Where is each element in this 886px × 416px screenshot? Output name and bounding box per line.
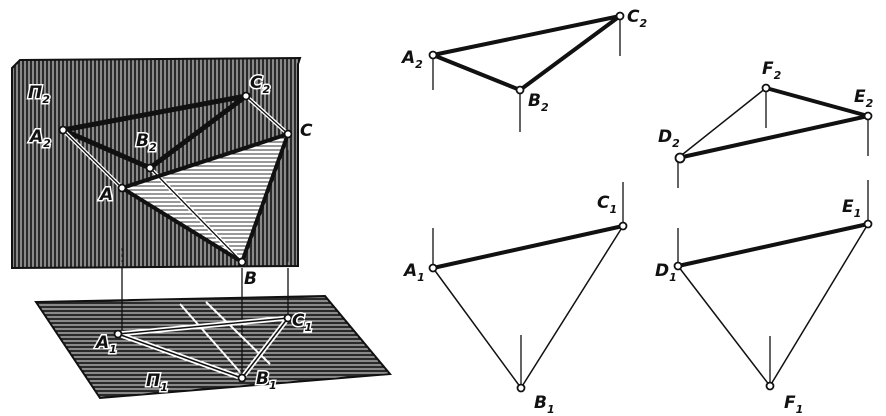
- point-a2: [428, 50, 438, 60]
- label-e1: E1: [842, 197, 861, 220]
- point-b-space: [237, 257, 247, 267]
- label-b1-left: B1: [256, 369, 277, 392]
- label-b2: B2: [528, 91, 549, 114]
- def-front-view: F2 E2 D2: [658, 59, 874, 188]
- label-d1: D1: [655, 261, 677, 284]
- point-e1: [863, 219, 873, 229]
- label-a2: A2: [400, 48, 423, 71]
- left-3d-figure: Π2 A2 B2 C2 A B C A1 B1 C1 Π1: [11, 56, 392, 400]
- point-b1: [516, 383, 526, 393]
- label-f2: F2: [762, 59, 782, 82]
- label-b-left: B: [244, 269, 257, 289]
- point-c-space: [283, 129, 293, 139]
- point-f2: [761, 83, 771, 93]
- point-b1-space-plane: [237, 373, 247, 383]
- point-c1: [618, 221, 628, 231]
- point-c2: [615, 11, 625, 21]
- def-top-view: D1 E1 F1: [655, 180, 873, 416]
- point-a1-space-plane: [113, 329, 123, 339]
- point-a-space: [117, 183, 127, 193]
- point-b2-space-plane: [145, 163, 155, 173]
- label-d2: D2: [658, 127, 680, 150]
- horizontal-plane: [34, 294, 392, 400]
- front-projection-on-plane: [60, 93, 249, 171]
- triangle-abc-outline: [120, 132, 290, 264]
- abc-top-view: A1 B1 C1: [402, 182, 628, 416]
- label-a1: A1: [402, 261, 425, 284]
- label-c1: C1: [597, 193, 617, 216]
- point-a1: [428, 263, 438, 273]
- point-d2: [674, 152, 686, 164]
- left-labels: Π2 A2 B2 C2 A B C A1 B1 C1 Π1: [27, 72, 315, 396]
- label-c-left: C: [300, 121, 313, 141]
- point-e2: [863, 111, 873, 121]
- label-a2-left: A2: [28, 127, 51, 150]
- label-b2-left: B2: [136, 131, 157, 154]
- label-plane-v: Π2: [28, 83, 50, 106]
- point-f1: [765, 381, 775, 391]
- label-a1-left: A1: [94, 333, 117, 356]
- point-a2-space-plane: [58, 125, 68, 135]
- top-projection-on-plane: [117, 301, 290, 381]
- label-b1: B1: [534, 393, 555, 416]
- point-c1-space-plane: [283, 313, 293, 323]
- projector-lines-front: [61, 94, 290, 264]
- label-c2-left: C2: [250, 73, 270, 96]
- label-e2: E2: [854, 87, 874, 110]
- point-d1: [673, 261, 683, 271]
- label-a-left: A: [98, 185, 113, 205]
- point-c2-space-plane: [241, 91, 251, 101]
- point-b2: [515, 85, 525, 95]
- label-plane-h: Π1: [146, 371, 168, 394]
- label-c2: C2: [627, 7, 647, 30]
- abc-front-view: A2 B2 C2: [400, 7, 647, 132]
- label-c1-left: C1: [292, 311, 312, 334]
- label-f1: F1: [784, 393, 803, 416]
